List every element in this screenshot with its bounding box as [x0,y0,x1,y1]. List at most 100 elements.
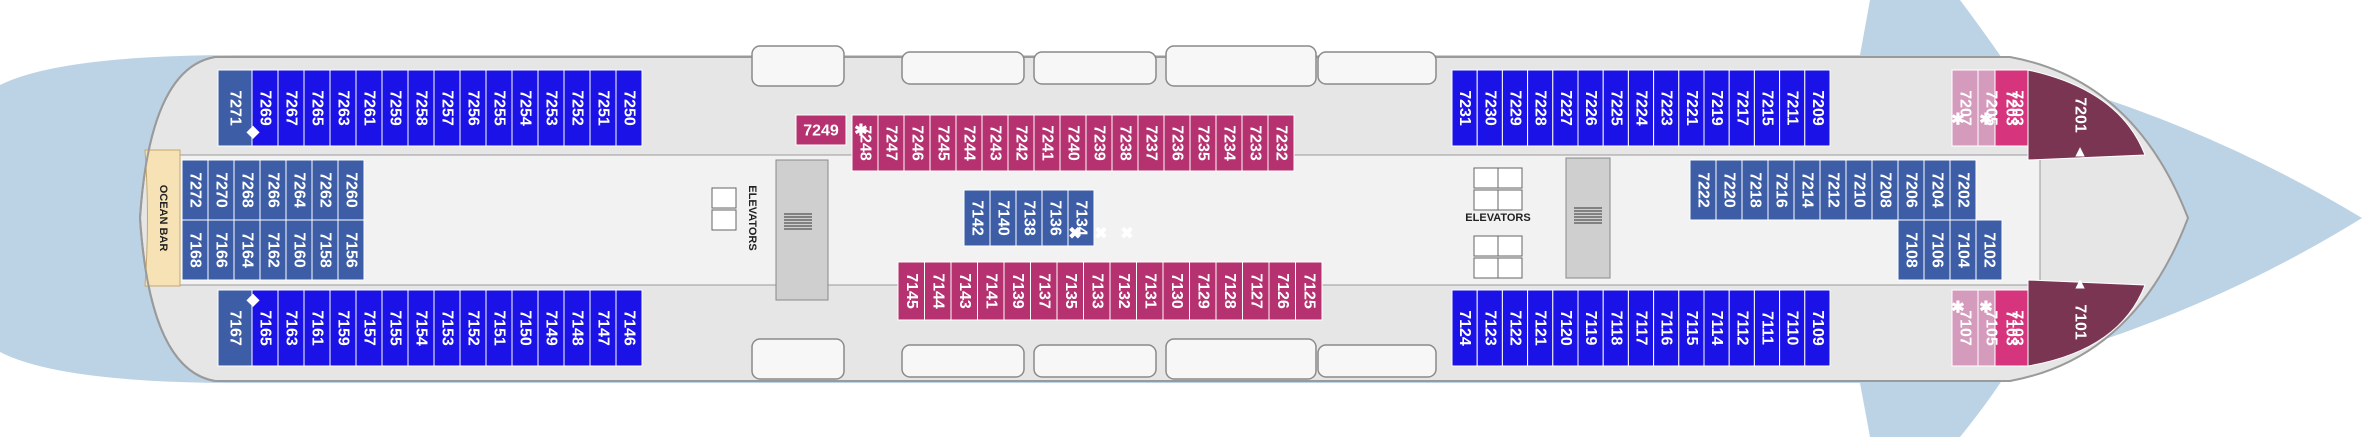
cabin-number: 7241 [1039,125,1056,161]
cabin-number: 7157 [361,310,378,346]
cabin-number: 7263 [335,90,352,126]
cabin-number: 7236 [1169,125,1186,161]
cabin-number: 7132 [1115,273,1132,309]
cabin [285,219,313,281]
cabin [337,219,365,281]
cabin-number: 7122 [1507,310,1524,346]
cabin-number: 7140 [995,200,1012,236]
cabin [1527,289,1554,367]
cabin-number: 7214 [1799,172,1816,208]
cabin [1951,289,1979,367]
cabin [233,219,261,281]
cabin [1267,114,1295,172]
cabin-number: 7243 [987,125,1004,161]
cabin [433,289,461,367]
cabin-number: 7133 [1088,273,1105,309]
cabin-number: 7162 [265,232,282,268]
elevator-car [1473,235,1499,257]
cabin-number: 7245 [935,125,952,161]
cabin-number: 7152 [465,310,482,346]
cabin [259,219,287,281]
cabin-number: 7254 [517,90,534,126]
cabin [1268,261,1296,321]
cabin-number: 7267 [283,90,300,126]
lifeboat [1165,45,1317,87]
cabin [1162,261,1190,321]
cabin-number: 7238 [1117,125,1134,161]
cabin [1137,114,1165,172]
cabin [1215,261,1243,321]
cabin-number: 7155 [387,310,404,346]
cabin [181,219,209,281]
cabin-number: 7256 [465,90,482,126]
cabin [1793,159,1821,221]
cabin [1728,69,1755,147]
cabin-number: 7219 [1708,90,1725,126]
elevator-car [711,187,737,209]
cabin-number: 7222 [1695,172,1712,208]
cabin-number: 7237 [1143,125,1160,161]
arrow-up-icon: ▲ [2072,144,2088,161]
cabin-number: 7138 [1021,200,1038,236]
lifeboat [1317,51,1437,85]
cabin-number: 7156 [343,232,360,268]
cabin-number: 7123 [1481,310,1498,346]
cabin-number: 7240 [1065,125,1082,161]
cabin-number: 7220 [1721,172,1738,208]
cabin-number: 7137 [1035,273,1052,309]
cabin [563,69,591,147]
cabin-number: 7212 [1825,172,1842,208]
cabin [303,69,331,147]
cabin-number: 7266 [265,172,282,208]
cabin-number: 7106 [1929,232,1946,268]
cabin-number: 7164 [239,232,256,268]
cabin-number: 7205 [1983,90,2000,126]
cabin [485,69,513,147]
cabin [1994,289,2029,367]
cabin-number: 7166 [213,232,230,268]
cabin [1067,189,1095,247]
cabin [1653,289,1680,367]
cabin [407,289,435,367]
cabin-number: 7168 [187,232,204,268]
cabin-number: 7146 [621,310,638,346]
cabin [1577,69,1604,147]
cabin-number: 7255 [491,90,508,126]
cabin [1767,159,1795,221]
cabin [459,69,487,147]
cabin-number: 7114 [1708,311,1725,346]
cabin [1923,219,1951,281]
diamond-icon: ◆ [246,292,260,309]
cabin [1689,159,1717,221]
cabin [1949,219,1977,281]
cabin-number: 7145 [903,273,920,309]
cross-icon: ✖ [1094,226,1107,243]
elevators-label: ELEVATORS [746,185,758,250]
cabin [795,114,847,146]
cabin [1577,289,1604,367]
arrow-up-icon: ▲ [2072,276,2088,293]
cabin-number: 7136 [1047,200,1064,236]
cabin-number: 7130 [1168,273,1185,309]
cabin-number: 7158 [317,232,334,268]
cabin [1897,219,1925,281]
cabin-number: 7103 [2003,310,2020,346]
cabin-number: 7147 [595,310,612,346]
cabin-number: 7103 [2009,310,2026,346]
cabin [485,289,513,367]
cabin [1994,69,2029,147]
cabin [1501,289,1529,367]
lifeboat [751,45,845,87]
cabin-number: 7161 [309,310,326,346]
cabin-number: 7248 [857,125,874,161]
lifeboat [901,51,1025,85]
cabin [259,159,287,221]
cabin [1602,289,1629,367]
cabin [537,69,565,147]
lifeboat [901,344,1025,378]
cabin [1136,261,1164,321]
cabin [1552,69,1579,147]
cabin-number: 7250 [621,90,638,126]
cabin-number: 7206 [1903,172,1920,208]
cabin-number: 7229 [1507,90,1524,126]
